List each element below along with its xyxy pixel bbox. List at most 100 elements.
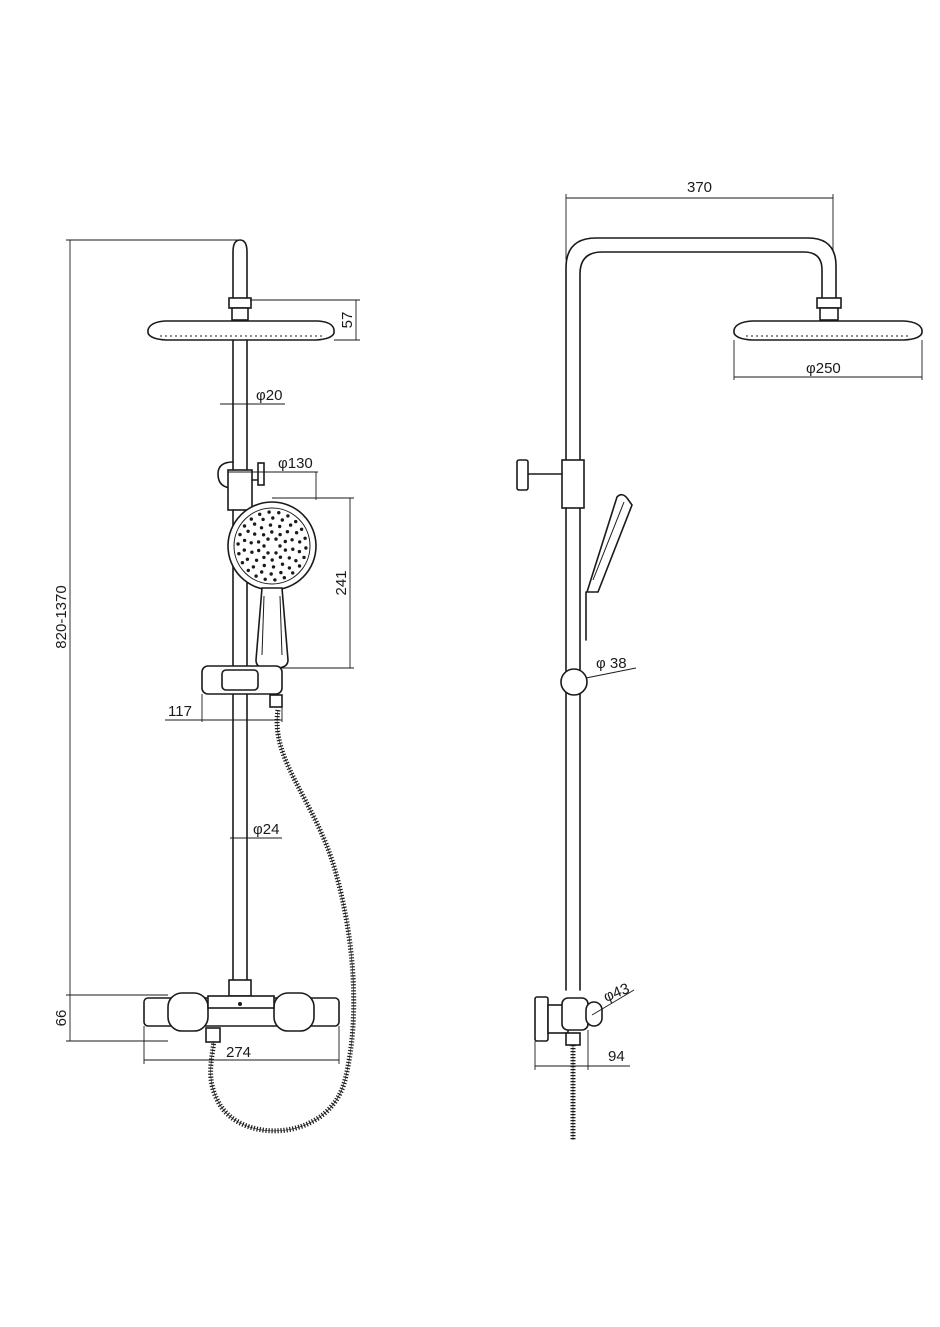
nozzle-dot: [258, 512, 262, 516]
dim-diverter-diameter: φ 38: [596, 655, 627, 672]
front-hose-outline: [210, 709, 355, 1132]
nozzle-dot: [287, 556, 291, 560]
side-mixer-block: [561, 997, 589, 1031]
nozzle-dot: [238, 532, 242, 537]
front-handle-inner-left: [261, 595, 265, 656]
front-slider-ring: [221, 669, 259, 691]
dim-wall-offset: 94: [608, 1048, 625, 1065]
front-mixer-center-plate: [207, 995, 275, 1009]
dim-mixer-width: 274: [226, 1044, 251, 1061]
front-diverter-loop: [217, 461, 234, 489]
front-diverter-body: [227, 469, 253, 511]
front-mixer-right-handle: [273, 992, 315, 1032]
nozzle-dot: [266, 537, 270, 541]
front-hand-shower-handle: [255, 587, 289, 669]
nozzle-dot: [283, 548, 288, 552]
nozzle-dot: [257, 548, 261, 553]
dim-mixer-knob-diameter: φ43: [601, 980, 632, 1006]
nozzle-dot: [287, 566, 292, 570]
nozzle-dot: [242, 524, 247, 528]
dim-pipe-diameter: φ20: [256, 387, 282, 404]
nozzle-dot: [304, 546, 308, 550]
nozzle-dot: [246, 568, 250, 573]
dim-arm-reach: 370: [687, 179, 712, 196]
front-hand-shower-face: [233, 507, 311, 585]
nozzle-dot: [245, 557, 250, 561]
nozzle-dot: [294, 519, 298, 524]
side-rain-head: [733, 320, 923, 341]
nozzle-dot: [268, 523, 273, 527]
nozzle-dot: [297, 549, 302, 554]
nozzle-dot: [298, 540, 302, 544]
front-slider-bracket: [269, 694, 283, 708]
nozzle-dot: [291, 571, 295, 575]
nozzle-dot: [280, 562, 285, 566]
nozzle-dot: [236, 542, 240, 546]
dim-ball-leader: [585, 667, 637, 679]
side-view: 370 φ250 φ 38 φ43 94: [516, 179, 923, 1140]
nozzle-dot: [294, 559, 298, 563]
nozzle-dot: [280, 518, 284, 522]
nozzle-dot: [279, 570, 283, 575]
nozzle-dot: [273, 578, 277, 582]
dim-handshower-length: 241: [333, 570, 350, 595]
nozzle-dot: [290, 538, 294, 542]
nozzle-dot: [288, 523, 293, 527]
dim-holder-offset: 117: [168, 703, 192, 720]
nozzle-dot: [266, 551, 270, 555]
front-mixer-indicator: [238, 1002, 242, 1006]
nozzle-dot: [271, 516, 275, 520]
nozzle-dot: [242, 548, 246, 552]
dim-mixer-height: 66: [53, 1010, 70, 1027]
nozzle-dot: [237, 552, 241, 556]
dim-head-height: 57: [339, 312, 356, 329]
dim-head-diameter: φ250: [806, 360, 841, 377]
nozzle-dot: [253, 532, 257, 536]
front-handle-inner-right: [279, 595, 283, 656]
side-mixer-outlet: [565, 1032, 581, 1046]
side-head-nut: [819, 307, 839, 321]
nozzle-dot: [299, 527, 304, 531]
nozzle-dot: [242, 538, 247, 543]
side-slider-ball: [560, 668, 588, 696]
nozzle-dot: [254, 574, 258, 578]
nozzle-dot: [240, 561, 245, 565]
front-mixer-left-handle: [167, 992, 209, 1032]
nozzle-dot: [297, 564, 302, 568]
nozzle-dot: [263, 577, 267, 581]
front-hose: [208, 709, 357, 1134]
front-rain-head: [147, 320, 335, 341]
nozzle-dot: [278, 544, 282, 548]
front-diverter-knob: [257, 462, 265, 486]
nozzle-dot: [260, 570, 264, 574]
nozzle-dot: [254, 558, 259, 562]
nozzle-dot: [278, 524, 282, 529]
nozzle-dot: [262, 555, 266, 560]
nozzle-dot: [269, 572, 273, 576]
side-arm-outer: [565, 237, 837, 461]
side-hand-shower-face: [592, 501, 625, 581]
side-diverter-knob: [516, 459, 529, 491]
nozzle-dot: [262, 544, 266, 548]
nozzle-dot: [267, 510, 271, 514]
dim-riser-diameter: φ24: [253, 821, 279, 838]
nozzle-dot: [262, 563, 266, 568]
nozzle-dot: [285, 530, 290, 534]
nozzle-dot: [270, 530, 274, 534]
nozzle-dot: [256, 540, 261, 544]
nozzle-dot: [261, 517, 265, 522]
nozzle-dot: [274, 551, 278, 555]
front-arm-curve: [232, 239, 248, 301]
nozzle-dot: [250, 550, 254, 554]
nozzle-dot: [249, 541, 253, 545]
nozzle-dot: [246, 529, 250, 533]
nozzle-dot: [277, 511, 281, 515]
front-hand-shower-head: [227, 501, 317, 591]
nozzle-dot: [282, 576, 286, 580]
nozzle-dot: [302, 555, 306, 560]
side-mixer-wall-plate: [534, 996, 549, 1042]
nozzle-dot: [283, 539, 287, 544]
nozzle-dot: [252, 522, 257, 526]
nozzle-dot: [251, 565, 256, 569]
